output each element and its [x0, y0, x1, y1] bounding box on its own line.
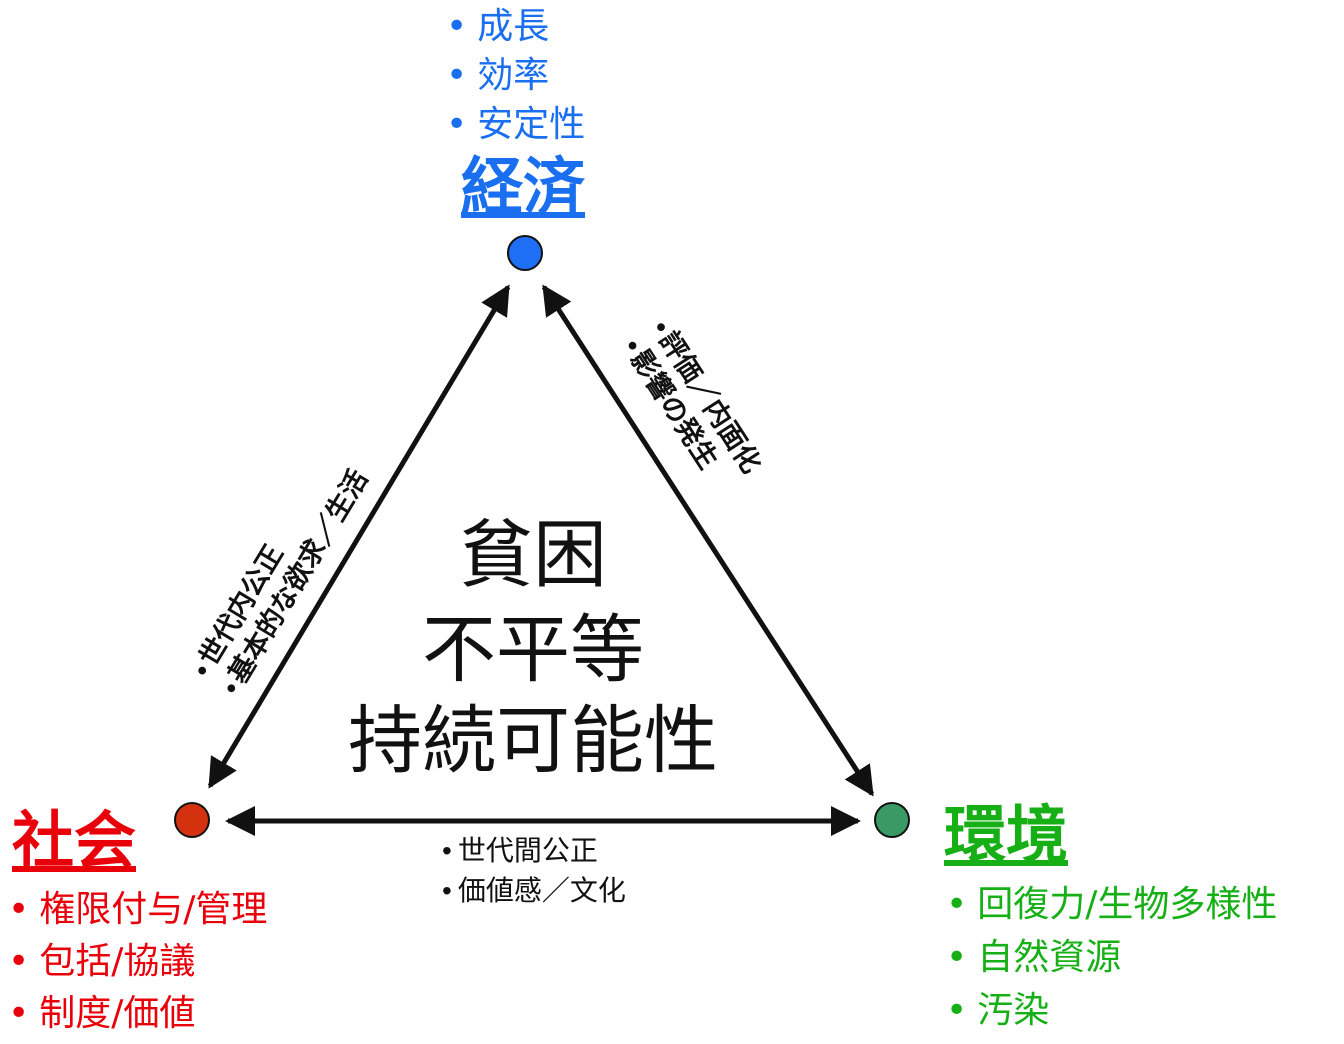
society-item-list: •権限付与/管理 •包括/協議 •制度/価値: [8, 884, 267, 1040]
bullet-icon: •: [8, 941, 30, 982]
economy-item-list: •成長 •効率 •安定性: [446, 2, 585, 149]
economy-title: 経済: [461, 150, 586, 223]
economy-item: •安定性: [446, 100, 585, 149]
center-line-inequality: 不平等: [422, 607, 644, 693]
environment-item: •自然資源: [946, 931, 1277, 984]
edge-label-society-environment-line-1: •世代間公正: [442, 835, 598, 866]
bullet-icon: •: [8, 993, 30, 1034]
environment-item: •汚染: [946, 984, 1277, 1037]
edge-society-economy-arrow: [207, 284, 511, 789]
bullet-icon: •: [946, 884, 968, 925]
society-item: •制度/価値: [8, 988, 267, 1040]
bullet-icon: •: [8, 889, 30, 930]
edge-economy-environment-arrow: [541, 284, 875, 797]
society-item: •包括/協議: [8, 936, 267, 988]
center-line-poverty: 貧困: [459, 512, 607, 598]
edge-label-society-environment-line-2: •価値感／文化: [442, 875, 626, 906]
society-node: [174, 802, 210, 838]
edge-label-society-economy: •世代内公正 •基本的な欲求／生活: [187, 464, 374, 700]
environment-title: 環境: [944, 798, 1069, 871]
edge-label-economy-environment: •評価／内面化 •影響の発生: [617, 315, 767, 478]
environment-node: [874, 802, 910, 838]
economy-item: •効率: [446, 51, 585, 100]
environment-item: •回復力/生物多様性: [946, 878, 1277, 931]
economy-item: •成長: [446, 2, 585, 51]
bullet-icon: •: [446, 55, 468, 96]
bullet-icon: •: [946, 937, 968, 978]
economy-node: [507, 235, 543, 271]
society-title: 社会: [12, 804, 137, 877]
environment-item-list: •回復力/生物多様性 •自然資源 •汚染: [946, 878, 1277, 1037]
society-item: •権限付与/管理: [8, 884, 267, 936]
bullet-icon: •: [446, 104, 468, 145]
bullet-icon: •: [946, 990, 968, 1031]
center-line-sustainability: 持続可能性: [348, 698, 718, 784]
bullet-icon: •: [446, 6, 468, 47]
